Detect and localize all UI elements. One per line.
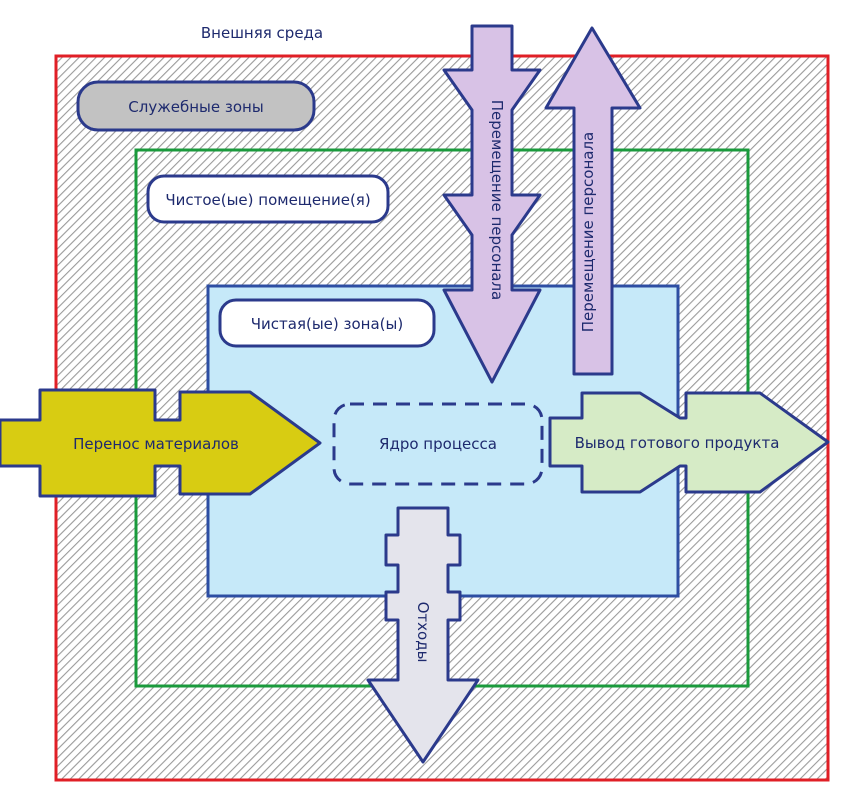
product-output-arrow xyxy=(548,391,830,494)
personnel-out-arrow xyxy=(544,26,642,376)
cleanrooms-label: Чистое(ые) помещение(я) xyxy=(165,191,370,209)
material-transfer-arrow xyxy=(0,388,322,498)
personnel-out-label: Перемещение персонала xyxy=(579,132,597,332)
clean-zones-label: Чистая(ые) зона(ы) xyxy=(251,315,403,333)
cleanrooms-pill xyxy=(146,174,390,224)
waste-arrow xyxy=(366,506,480,764)
waste-label: Отходы xyxy=(414,602,432,663)
product-output-label: Вывод готового продукта xyxy=(575,434,780,452)
process-core-label: Ядро процесса xyxy=(379,435,497,453)
service-zones-label: Служебные зоны xyxy=(128,98,263,116)
personnel-in-arrow xyxy=(442,24,542,384)
clean-zones-pill xyxy=(218,298,436,348)
material-transfer-label: Перенос материалов xyxy=(73,435,239,453)
external-environment-label: Внешняя среда xyxy=(201,24,323,42)
service-zones-pill xyxy=(76,80,316,132)
personnel-in-label: Перемещение персонала xyxy=(488,100,506,300)
